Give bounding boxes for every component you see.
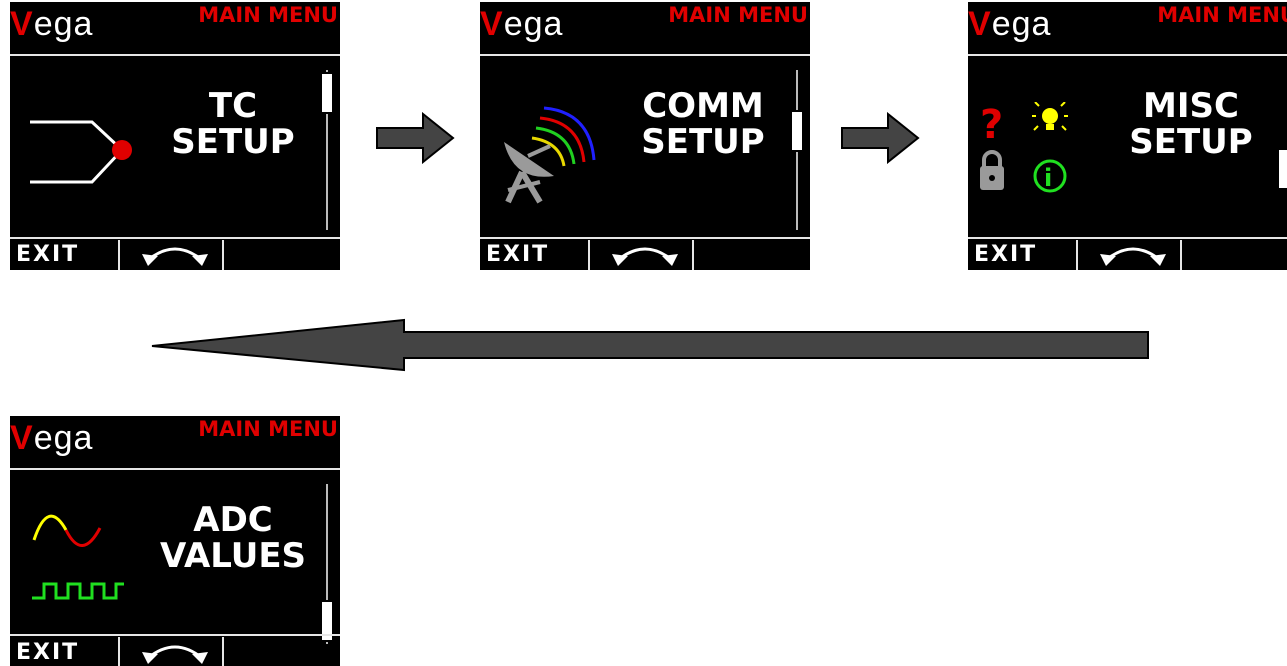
- menu-item-label[interactable]: TC SETUP: [171, 86, 295, 162]
- satellite-dish-icon: [504, 106, 596, 204]
- brand-logo: Vega: [10, 5, 94, 43]
- exit-button[interactable]: EXIT: [16, 640, 80, 665]
- divider: [480, 54, 810, 56]
- scrollbar-thumb[interactable]: [320, 600, 334, 642]
- divider: [10, 468, 340, 470]
- screen-title: MAIN MENU: [1157, 3, 1287, 27]
- scroll-arrows-icon[interactable]: [610, 242, 680, 268]
- scroll-arrows-icon[interactable]: [1098, 242, 1168, 268]
- scrollbar-track[interactable]: [326, 484, 328, 644]
- divider: [968, 54, 1287, 56]
- brand-logo: Vega: [480, 5, 564, 43]
- softkey-separator: [118, 240, 120, 270]
- menu-item-label[interactable]: MISC SETUP: [1129, 86, 1253, 162]
- softkey-separator: [222, 637, 224, 666]
- svg-text:?: ?: [980, 102, 1003, 148]
- right-arrow-icon: [841, 112, 920, 164]
- divider: [968, 237, 1287, 239]
- scrollbar-thumb[interactable]: [790, 110, 804, 152]
- softkey-separator: [1076, 240, 1078, 270]
- brand-logo: Vega: [10, 419, 94, 457]
- screen-title: MAIN MENU: [198, 3, 338, 27]
- thermocouple-icon: [30, 120, 132, 184]
- svg-text:i: i: [1044, 164, 1052, 192]
- exit-button[interactable]: EXIT: [974, 242, 1038, 267]
- scrollbar-thumb[interactable]: [1277, 148, 1287, 190]
- softkey-separator: [1180, 240, 1182, 270]
- lock-icon: [980, 150, 1004, 190]
- softkey-separator: [692, 240, 694, 270]
- scrollbar-track[interactable]: [326, 70, 328, 230]
- divider: [10, 634, 340, 636]
- divider: [480, 237, 810, 239]
- scroll-arrows-icon[interactable]: [140, 640, 210, 666]
- screen-adc-values: Vega MAIN MENU ADC VALUES EXIT: [10, 416, 340, 666]
- scroll-arrows-icon[interactable]: [140, 242, 210, 268]
- long-left-arrow-icon: [151, 318, 1149, 372]
- menu-item-label[interactable]: ADC VALUES: [159, 500, 307, 576]
- right-arrow-icon: [376, 112, 455, 164]
- screen-title: MAIN MENU: [198, 417, 338, 441]
- lightbulb-icon: [1032, 102, 1068, 131]
- divider: [10, 54, 340, 56]
- info-icon: i: [1033, 159, 1067, 193]
- scrollbar-thumb[interactable]: [320, 72, 334, 114]
- misc-icons: ? i: [980, 102, 1068, 193]
- brand-logo: Vega: [968, 5, 1052, 43]
- softkey-separator: [118, 637, 120, 666]
- screen-misc-setup: Vega MAIN MENU ? i MISC SETUP EXIT: [968, 2, 1287, 270]
- screen-tc-setup: Vega MAIN MENU TC SETUP EXIT: [10, 2, 340, 270]
- waveform-icon: [32, 514, 124, 600]
- divider: [10, 237, 340, 239]
- screen-title: MAIN MENU: [668, 3, 808, 27]
- exit-button[interactable]: EXIT: [486, 242, 550, 267]
- softkey-separator: [588, 240, 590, 270]
- screen-comm-setup: Vega MAIN MENU COMM SETUP EXIT: [480, 2, 810, 270]
- exit-button[interactable]: EXIT: [16, 242, 80, 267]
- softkey-separator: [222, 240, 224, 270]
- menu-item-label[interactable]: COMM SETUP: [641, 86, 765, 162]
